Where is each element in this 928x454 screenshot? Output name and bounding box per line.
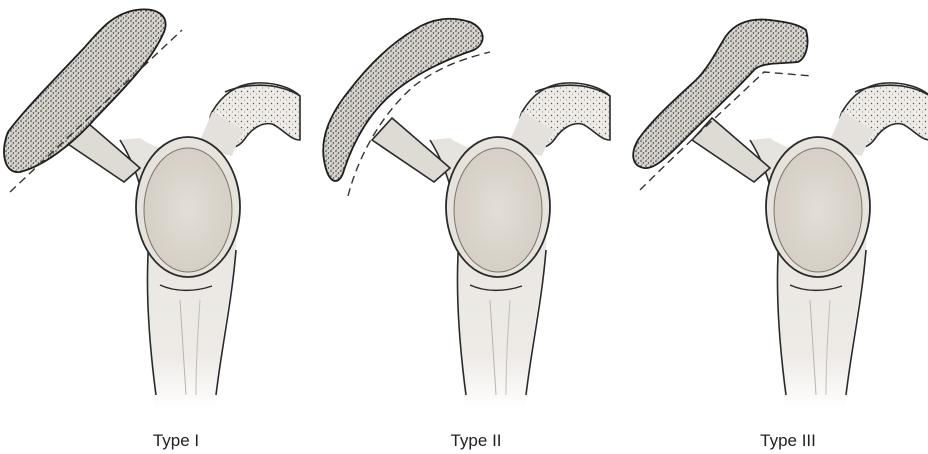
panel-label: Type III [760, 431, 816, 450]
panel-type-1: Type I [4, 9, 300, 450]
panel-type-3: Type III [633, 20, 928, 450]
scapula-illustration [120, 83, 300, 410]
panel-type-2: Type II [323, 19, 610, 450]
panel-label: Type I [153, 431, 199, 450]
scapula-illustration [750, 83, 928, 410]
panel-label: Type II [450, 431, 501, 450]
scapula-illustration [430, 83, 610, 410]
